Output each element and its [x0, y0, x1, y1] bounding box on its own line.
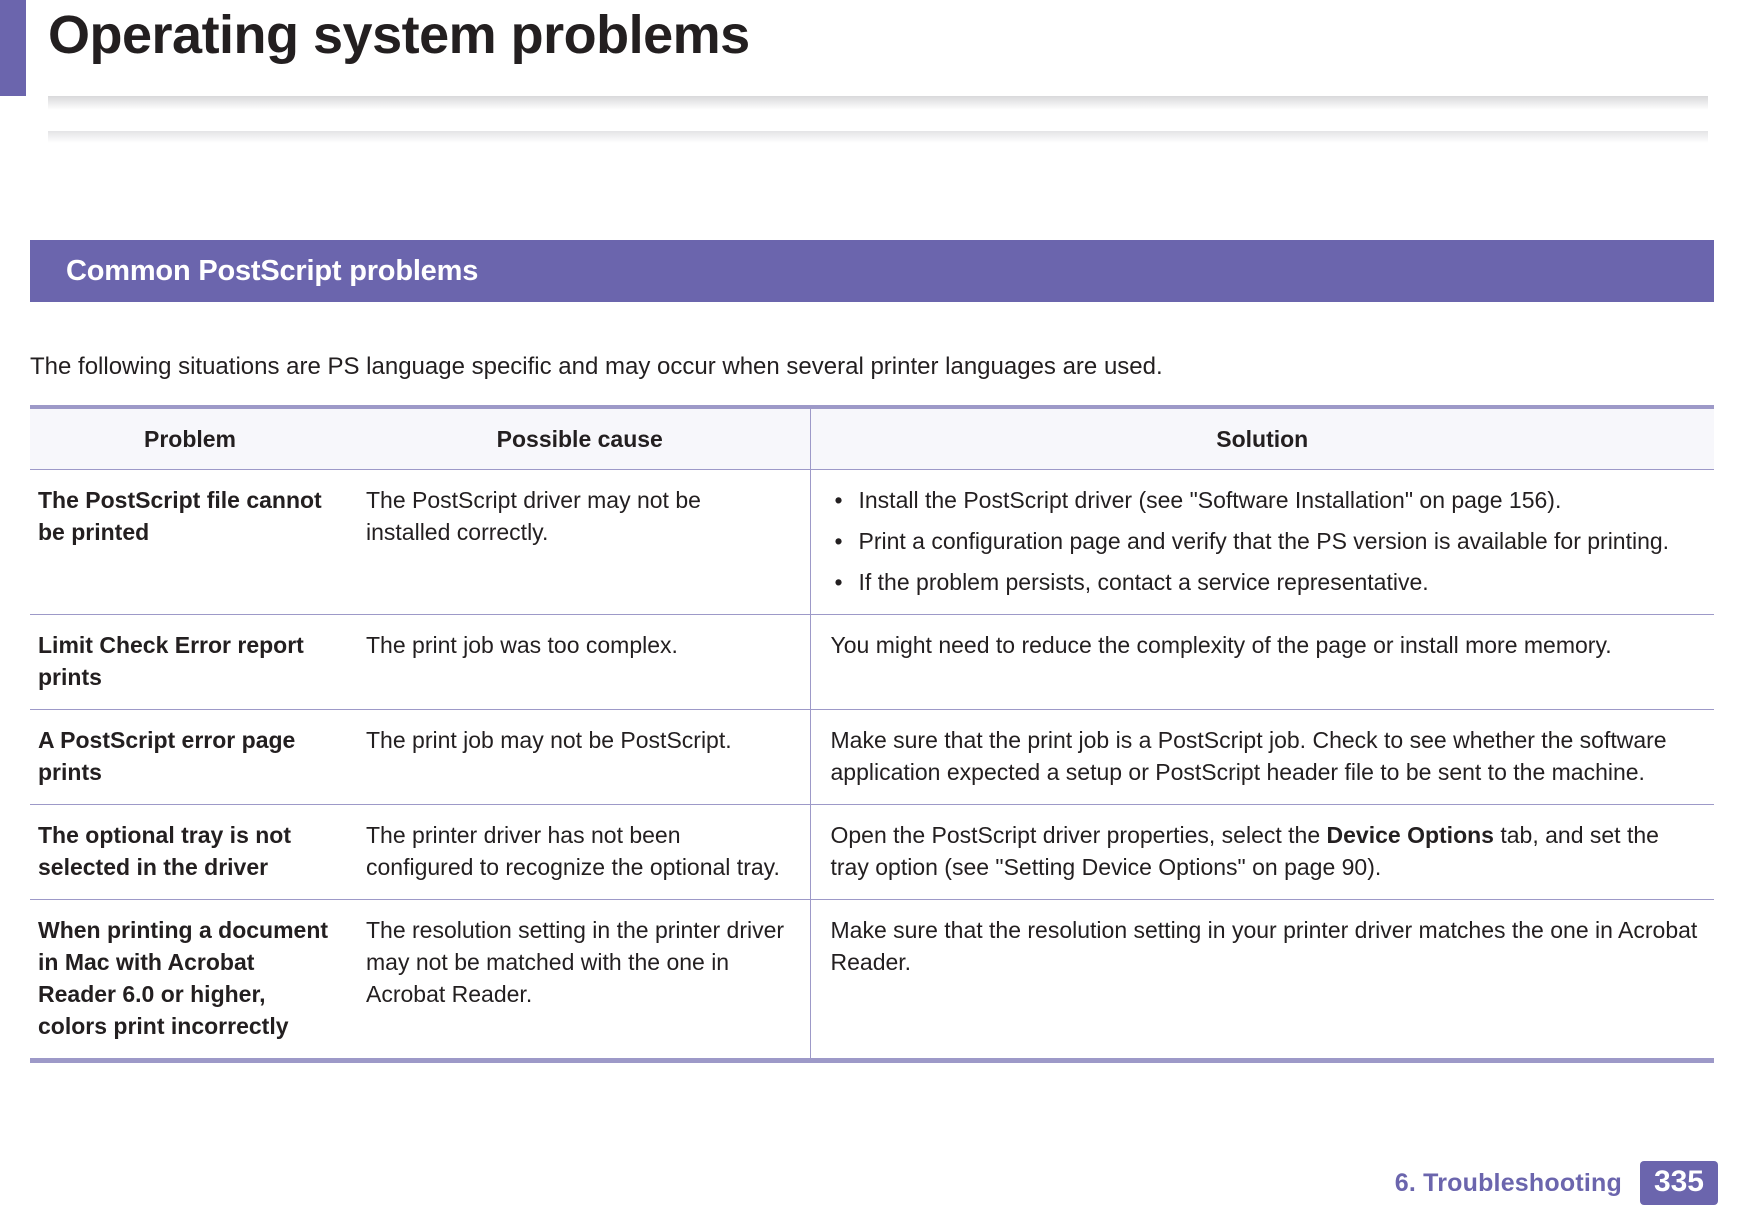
section-bullet-icon — [50, 261, 62, 281]
cell-possible-cause: The printer driver has not been configur… — [350, 804, 811, 900]
cell-solution: • Install the PostScript driver (see "So… — [810, 469, 1714, 615]
page-title: Operating system problems — [48, 5, 750, 65]
cell-problem: Limit Check Error report prints — [30, 614, 350, 710]
table-row: A PostScript error page prints The print… — [30, 709, 1714, 805]
bullet-icon: • — [834, 569, 843, 595]
section-heading: Common PostScript problems — [66, 254, 479, 287]
cell-possible-cause: The resolution setting in the printer dr… — [350, 899, 811, 1063]
footer-chapter-label: 6. Troubleshooting — [1394, 1168, 1622, 1197]
column-header-problem: Problem — [30, 405, 350, 470]
solution-bullet-list: • Install the PostScript driver (see "So… — [831, 484, 1699, 598]
cell-solution: You might need to reduce the complexity … — [810, 614, 1714, 710]
title-divider-upper — [48, 96, 1708, 110]
table-header-row: Problem Possible cause Solution — [30, 405, 1714, 470]
solution-text-pre: Open the PostScript driver properties, s… — [830, 822, 1327, 848]
table-row: The optional tray is not selected in the… — [30, 804, 1714, 900]
list-item-text: Print a configuration page and verify th… — [858, 528, 1670, 554]
column-header-solution: Solution — [810, 405, 1714, 470]
solution-text-post: tab, and set the tray option (see "Setti… — [830, 822, 1659, 880]
cell-possible-cause: The print job was too complex. — [350, 614, 811, 710]
cell-possible-cause: The print job may not be PostScript. — [350, 709, 811, 805]
list-item: • Print a configuration page and verify … — [831, 525, 1699, 557]
bullet-icon: • — [834, 528, 843, 554]
page-footer: 6. Troubleshooting 335 — [1395, 1161, 1718, 1205]
cell-solution: Open the PostScript driver properties, s… — [810, 804, 1714, 900]
solution-emphasis-device-options: Device Options — [1326, 822, 1494, 848]
section-intro-paragraph: The following situations are PS language… — [30, 353, 1163, 380]
list-item: • If the problem persists, contact a ser… — [831, 566, 1699, 598]
title-divider-lower — [48, 131, 1708, 143]
page-header: Operating system problems — [0, 0, 1748, 150]
cell-possible-cause: The PostScript driver may not be install… — [350, 469, 811, 615]
section-header-band: Common PostScript problems — [30, 240, 1714, 302]
list-item: • Install the PostScript driver (see "So… — [831, 484, 1699, 516]
postscript-problems-table: Problem Possible cause Solution The Post… — [30, 405, 1714, 1063]
column-header-possible-cause: Possible cause — [350, 405, 811, 470]
cell-problem: When printing a document in Mac with Acr… — [30, 899, 350, 1063]
cell-problem: The optional tray is not selected in the… — [30, 804, 350, 900]
bullet-icon: • — [834, 487, 843, 513]
table-row: The PostScript file cannot be printed Th… — [30, 469, 1714, 615]
list-item-text: Install the PostScript driver (see "Soft… — [858, 487, 1562, 513]
cell-solution: Make sure that the print job is a PostSc… — [810, 709, 1714, 805]
cell-problem: The PostScript file cannot be printed — [30, 469, 350, 615]
title-accent-bar — [0, 0, 26, 96]
cell-problem: A PostScript error page prints — [30, 709, 350, 805]
table-body: The PostScript file cannot be printed Th… — [30, 469, 1714, 1063]
footer-page-number: 335 — [1639, 1161, 1718, 1205]
cell-solution: Make sure that the resolution setting in… — [810, 899, 1714, 1063]
table-header: Problem Possible cause Solution — [30, 405, 1714, 470]
list-item-text: If the problem persists, contact a servi… — [858, 569, 1429, 595]
table-row: Limit Check Error report prints The prin… — [30, 614, 1714, 710]
table-row: When printing a document in Mac with Acr… — [30, 899, 1714, 1063]
